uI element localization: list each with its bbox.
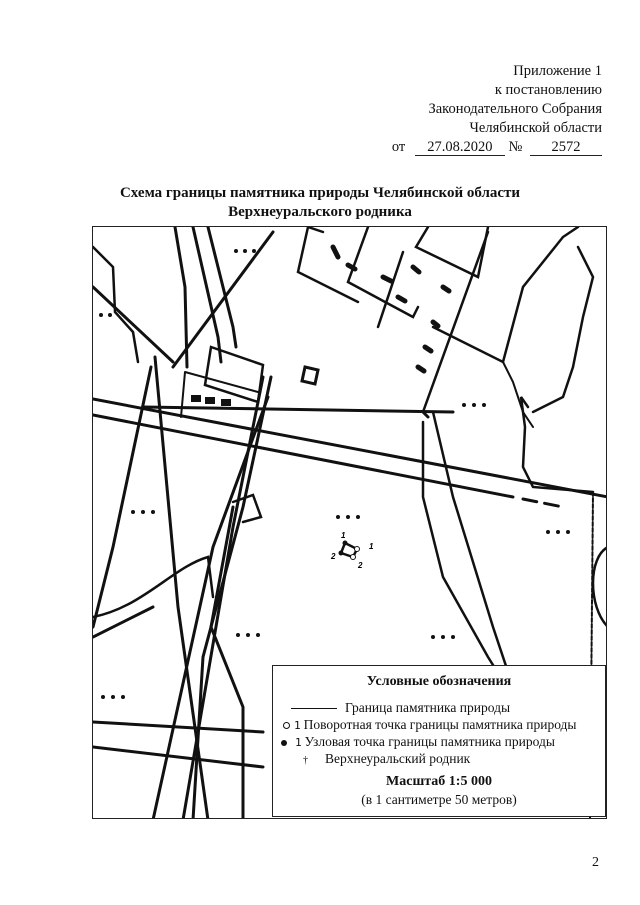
appendix-line1: Приложение 1 [513, 63, 602, 79]
legend-item-spring: †Верхнеуральский родник [303, 751, 471, 766]
boundary-line-icon [291, 708, 337, 710]
appendix-line4: Челябинской области [469, 120, 602, 136]
map-legend: Условные обозначения Граница памятника п… [272, 665, 606, 817]
svg-text:1: 1 [341, 531, 346, 540]
spring-icon: † [303, 755, 308, 766]
title-line2: Верхнеуральского родника [228, 204, 412, 220]
svg-text:1: 1 [369, 542, 374, 551]
legend-item-boundary: Граница памятника природы [283, 700, 510, 716]
scale-title: Масштаб 1:5 000 [386, 774, 492, 789]
svg-text:2: 2 [357, 561, 363, 570]
page-number: 2 [592, 855, 599, 870]
svg-text:2: 2 [330, 552, 336, 561]
from-label: от [391, 139, 406, 155]
title-line1: Схема границы памятника природы Челябинс… [119, 185, 521, 201]
appendix-line3: Законодательного Собрания [428, 101, 602, 117]
appendix-date-row: от 27.08.2020 № 2572 [392, 138, 602, 157]
filled-dot-icon [281, 739, 287, 746]
page-title: Схема границы памятника природы Челябинс… [0, 184, 640, 222]
decree-date: 27.08.2020 [414, 140, 505, 156]
number-label: № [508, 139, 523, 155]
spring-boundary: 1 1 2 2 [330, 531, 374, 570]
legend-heading: Условные обозначения [366, 674, 512, 689]
scale-note: (в 1 сантиметре 50 метров) [361, 792, 517, 807]
appendix-header: Приложение 1 к постановлению Законодател… [392, 62, 602, 157]
decree-number: 2572 [530, 140, 602, 156]
appendix-line2: к постановлению [494, 82, 602, 98]
open-circle-icon [283, 722, 290, 730]
